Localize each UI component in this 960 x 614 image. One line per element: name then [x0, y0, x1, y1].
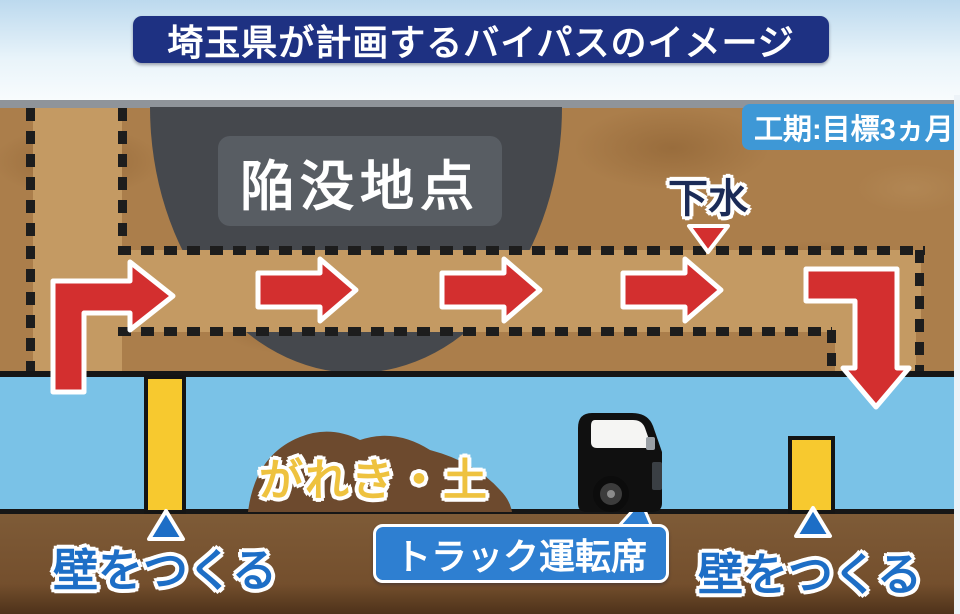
collapse-point-text: 陥没地点 — [240, 156, 480, 217]
wall-left — [144, 375, 186, 514]
sewer-top-line — [0, 371, 960, 377]
debris-label: がれき・土 — [259, 456, 489, 505]
bypass-boundary-dashed-shaft-right — [118, 108, 127, 250]
construction-period-text: 工期:目標3ヵ月 — [754, 114, 954, 146]
bypass-vertical-shaft — [33, 108, 122, 375]
truck-cab-text: トラック運転席 — [394, 535, 647, 577]
bypass-channel — [122, 250, 921, 332]
sewage-label: 下水 — [668, 177, 748, 221]
wall-right-label: 壁をつくる — [697, 549, 923, 600]
bypass-down-channel — [835, 332, 916, 375]
page-title-text: 埼玉県が計画するバイパスのイメージ — [167, 21, 795, 63]
bypass-boundary-dashed-outlet-left — [827, 330, 836, 374]
bypass-boundary-dashed-outlet-right — [915, 250, 924, 374]
bypass-boundary-dashed-left — [26, 108, 35, 375]
frame-right-edge — [954, 95, 960, 614]
truck-cab-label: トラック運転席 — [373, 524, 669, 583]
construction-period-badge: 工期:目標3ヵ月 — [742, 104, 960, 150]
bypass-boundary-dashed-bottom — [118, 327, 832, 336]
wall-right — [788, 436, 835, 514]
wall-left-label: 壁をつくる — [52, 545, 278, 596]
collapse-point-label: 陥没地点 — [218, 136, 502, 226]
sewer-bottom-line — [0, 509, 960, 516]
bypass-boundary-dashed-top — [118, 246, 925, 255]
page-title: 埼玉県が計画するバイパスのイメージ — [133, 16, 829, 63]
